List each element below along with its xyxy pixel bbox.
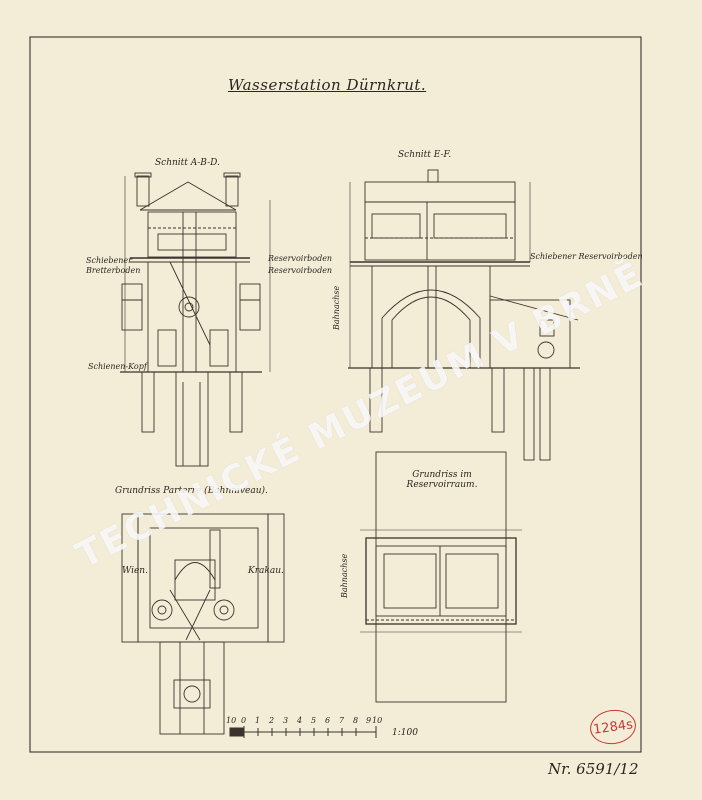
annotation-ef-note: Schiebener Reservoirboden: [530, 252, 643, 261]
annotation-rail-head: Schienen-Kopf: [88, 362, 147, 371]
scale-tick: 0: [241, 716, 247, 725]
section-ab-view: [120, 172, 271, 467]
scale-tick: 10: [226, 716, 237, 725]
reservoir-plan-view: [360, 451, 522, 703]
scale-tick: 4: [297, 716, 303, 725]
ground-plan-label: Grundriss Parterre (Bahnniveau).: [115, 486, 268, 496]
section-ef-label: Schnitt E-F.: [398, 150, 452, 160]
direction-wien: Wien.: [122, 566, 148, 576]
annotation-track-axis: Bahnachse: [332, 285, 341, 330]
ground-plan-view: [121, 513, 285, 735]
scale-tick: 7: [339, 716, 345, 725]
scale-tick: 3: [283, 716, 289, 725]
direction-krakau: Krakau.: [248, 566, 284, 576]
scale-tick: 1: [255, 716, 261, 725]
section-ab-label: Schnitt A-B-D.: [155, 158, 220, 168]
scale-tick: 9: [366, 716, 372, 725]
annotation-right-b: Reservoirboden: [268, 266, 333, 275]
annotation-left-a: Schiebener: [86, 256, 132, 265]
scale-tick: 5: [311, 716, 317, 725]
scale-tick: 6: [325, 716, 331, 725]
scale-bar: [229, 726, 377, 738]
scale-tick: 8: [353, 716, 359, 725]
inventory-number: Nr. 6591/12: [548, 760, 639, 778]
scale-tick: 2: [269, 716, 275, 725]
annotation-track-axis-plan: Bahnachse: [340, 553, 349, 598]
drawing-title: Wasserstation Dürnkrut.: [228, 76, 427, 94]
reservoir-plan-label: Grundriss im Reservoirraum.: [406, 470, 478, 490]
sheet-border: [29, 36, 642, 753]
annotation-left-b: Bretterboden: [86, 266, 141, 275]
annotation-right-a: Reservoirboden: [268, 254, 333, 263]
scale-label: 1:100: [392, 728, 418, 738]
section-ef-view: [348, 169, 580, 461]
scale-tick: 10: [372, 716, 383, 725]
